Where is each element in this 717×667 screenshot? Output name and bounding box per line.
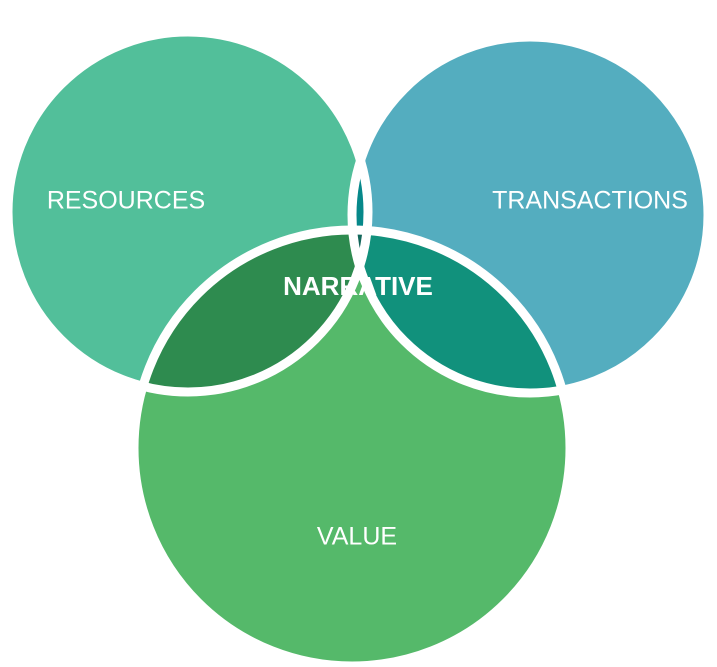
transactions-label: TRANSACTIONS [492, 187, 688, 215]
resources-label: RESOURCES [47, 187, 205, 215]
narrative-label: NARRATIVE [283, 271, 433, 301]
resources-value-intersection [134, 230, 368, 392]
region-separators [3, 27, 713, 667]
value-label: VALUE [317, 523, 397, 551]
transactions-value-intersection [352, 230, 570, 393]
